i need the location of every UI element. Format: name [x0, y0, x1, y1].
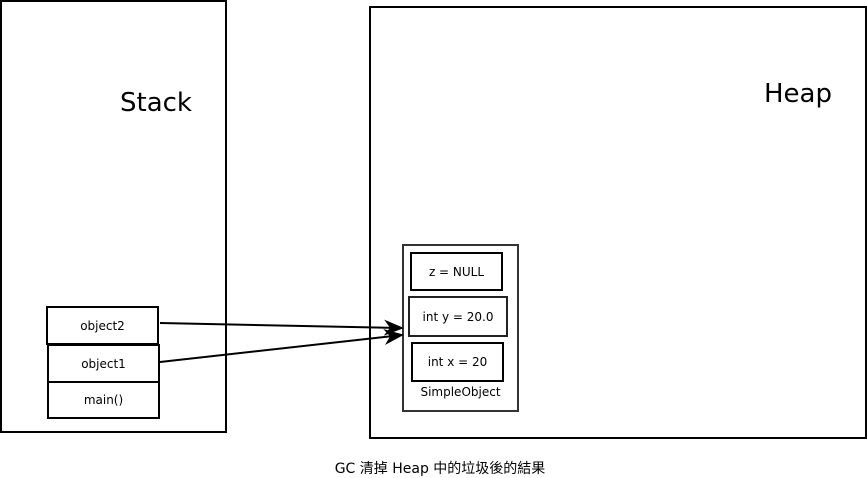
- field-x: int x = 20: [411, 342, 504, 382]
- field-z: z = NULL: [410, 252, 503, 291]
- stack-region: [0, 0, 227, 433]
- stack-frame-object1: object1: [47, 344, 160, 383]
- stack-frame-main: main(): [47, 381, 160, 419]
- field-y: int y = 20.0: [408, 296, 508, 337]
- caption: GC 清掉 Heap 中的垃圾後的結果: [334, 461, 546, 477]
- heap-title: Heap: [764, 79, 832, 109]
- heap-region: [369, 6, 867, 439]
- arrow-object1: [159, 329, 404, 363]
- arrow-object2: [159, 319, 404, 336]
- stack-frame-object2: object2: [46, 306, 159, 345]
- object-type-label: SimpleObject: [420, 385, 501, 399]
- stack-title: Stack: [120, 88, 192, 118]
